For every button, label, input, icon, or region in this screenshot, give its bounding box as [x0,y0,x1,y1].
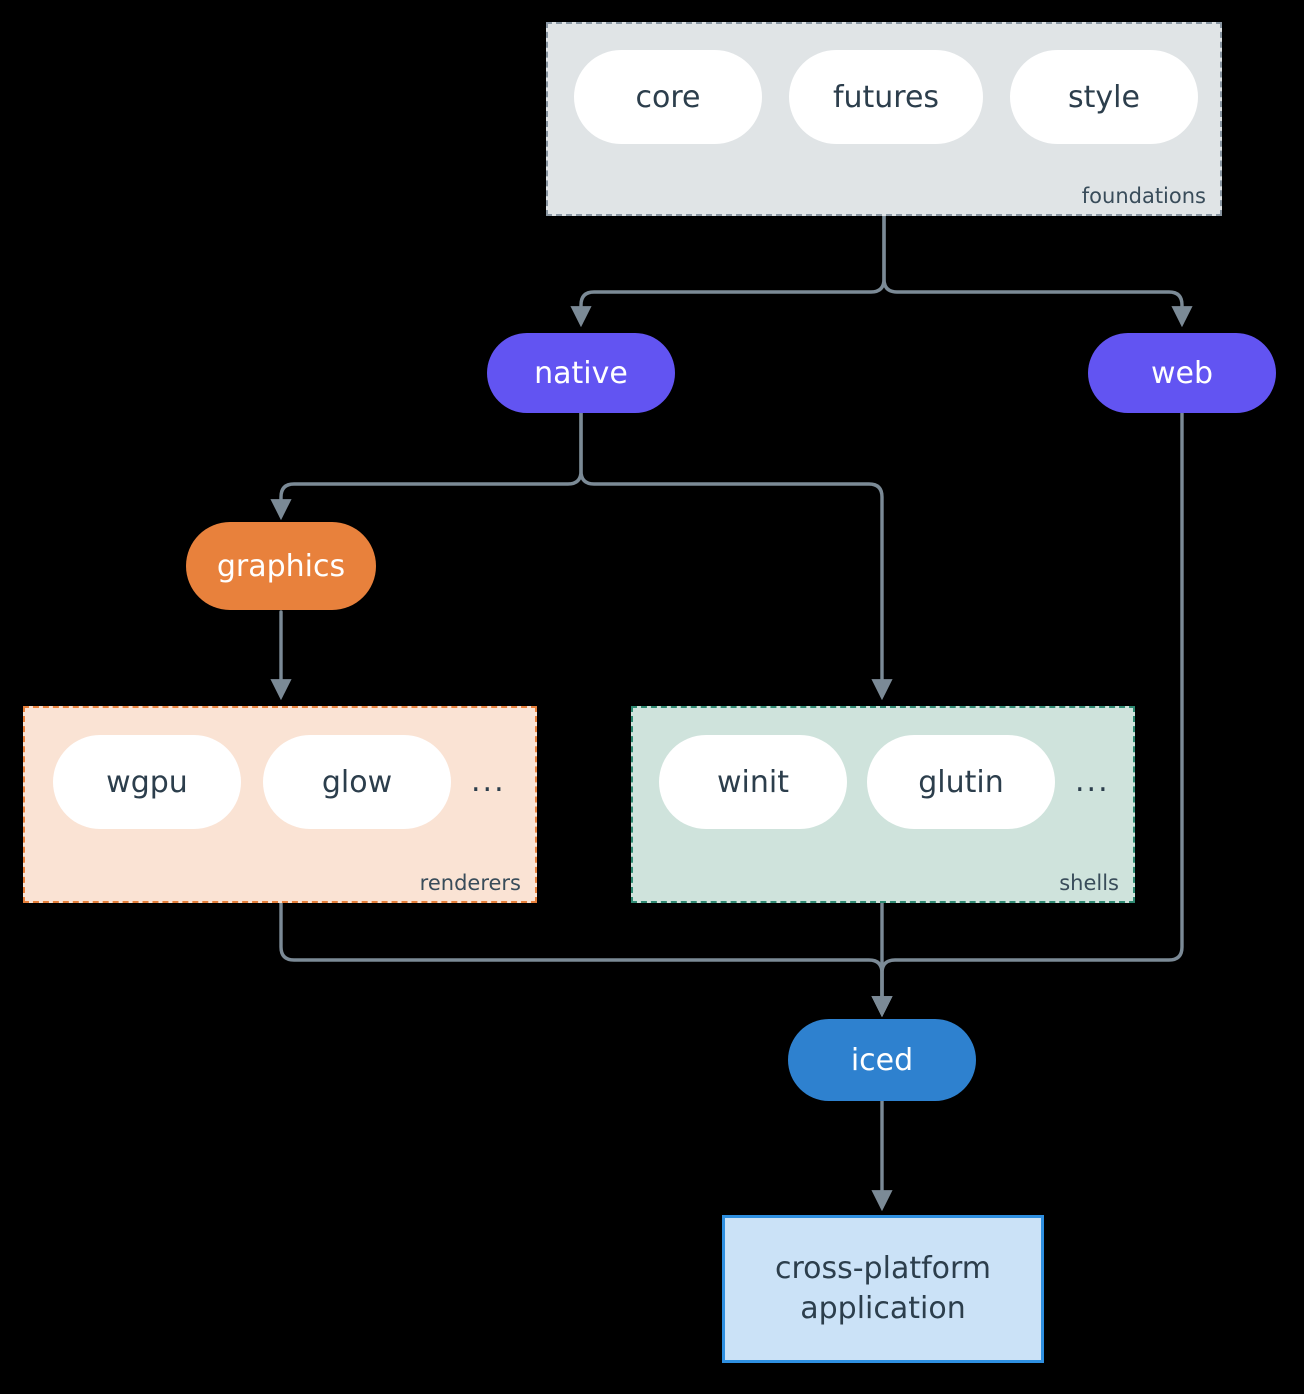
node-iced[interactable]: iced [788,1019,976,1101]
pill-glutin[interactable]: glutin [867,735,1055,829]
pill-glow[interactable]: glow [263,735,451,829]
renderers-pill-row: wgpu glow ... [53,735,523,829]
node-cross-platform-application[interactable]: cross-platform application [722,1215,1044,1363]
edge-foundations-web [882,214,1193,328]
subgraph-foundations: core futures style foundations [546,22,1222,216]
edge-renderers-iced [279,901,893,1018]
subgraph-label-shells: shells [1059,871,1119,895]
subgraph-label-renderers: renderers [419,871,521,895]
edge-native-shells [579,411,893,701]
node-web[interactable]: web [1088,333,1276,413]
shells-pill-row: winit glutin ... [659,735,1121,829]
edge-web-iced [871,411,1184,1018]
pill-wgpu[interactable]: wgpu [53,735,241,829]
foundations-pill-row: core futures style [574,50,1198,144]
pill-style[interactable]: style [1010,50,1198,144]
node-native[interactable]: native [487,333,675,413]
edge-foundations-native [570,214,886,328]
pill-winit[interactable]: winit [659,735,847,829]
edge-native-graphics [270,411,583,521]
subgraph-renderers: wgpu glow ... renderers [23,706,537,903]
pill-futures[interactable]: futures [789,50,983,144]
node-graphics[interactable]: graphics [186,522,376,610]
pill-ellipsis-renderers: ... [471,764,506,799]
pill-ellipsis-shells: ... [1075,764,1110,799]
subgraph-shells: winit glutin ... shells [631,706,1135,903]
pill-core[interactable]: core [574,50,762,144]
subgraph-label-foundations: foundations [1081,184,1206,208]
